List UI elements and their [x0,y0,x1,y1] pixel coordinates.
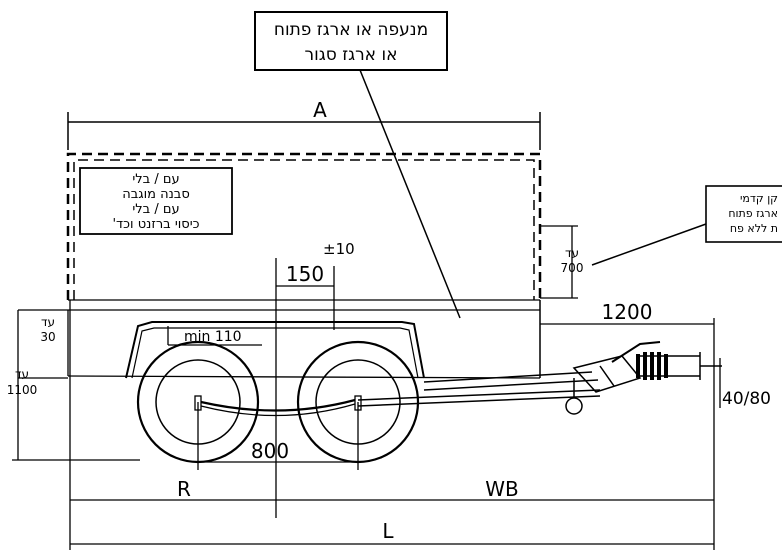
hitch [572,341,722,393]
jockey-wheel [565,378,583,415]
right-callout-line2: ארגז פתוח [728,207,778,220]
dim-1100: עד 1100 [7,310,140,461]
dim-1200-label: 1200 [602,300,653,324]
right-callout-leader [591,223,707,266]
left-callout-line2: סבנה מוגבה [122,187,190,202]
dim-40-80: 40/80 [719,358,771,409]
dim-R-WB: R WB [70,477,714,501]
bellows [636,352,668,380]
top-callout-leader [359,69,461,319]
dim-1100-value: 1100 [7,383,38,397]
left-callout-line3: עם / בלי [132,202,179,217]
dim-700-value: 700 [561,261,584,275]
dim-150-label: 150 [286,262,324,286]
dim-1200: 1200 [540,300,715,550]
left-callout-line4: כיסוי ברזנט וכד' [112,217,199,232]
dim-40-80-label: 40/80 [722,389,771,409]
dim-L: L [69,300,714,550]
dim-150: 150 ±10 [275,240,355,518]
right-callout-line1: קן קדמי [740,192,778,205]
left-callout-line1: עם / בלי [132,172,179,187]
left-callout: עם / בלי סבנה מוגבה עם / בלי כיסוי ברזנט… [79,167,233,235]
dim-A-label: A [313,98,327,122]
drawbar [357,371,601,407]
top-callout: מנעפה או ארגז פתוח או ארגז סגור [254,11,461,319]
right-callout-line3: ת ללא פח [730,222,778,235]
fender [125,321,425,379]
dim-tol10-label: ±10 [323,240,355,258]
right-callout-frame [705,185,782,243]
trailer-body [67,299,541,379]
left-callout-frame [79,167,233,235]
dim-A: A [67,98,541,150]
dim-700-upto: עד [565,246,579,260]
dim-L-label: L [382,519,394,543]
dim-800: 800 [197,402,359,470]
top-callout-line1: מנעפה או ארגז פתוח [274,20,428,40]
dim-30: עד 30 [18,309,68,379]
top-callout-line2: או ארגז סגור [305,45,398,65]
dim-700: עד 700 [540,225,584,299]
right-callout: קן קדמי ארגז פתוח ת ללא פח [591,185,782,266]
dim-R-label: R [177,477,191,501]
dim-800-label: 800 [251,439,289,463]
dim-30-upto: עד [41,315,55,329]
dim-min110: min 110 [167,326,262,346]
top-callout-frame [254,11,448,71]
dim-30-value: 30 [40,330,55,344]
optional-cover-outline [66,152,542,300]
leaf-spring [200,398,356,417]
dim-1100-upto: עד [15,367,29,381]
dim-WB-label: WB [485,477,519,501]
